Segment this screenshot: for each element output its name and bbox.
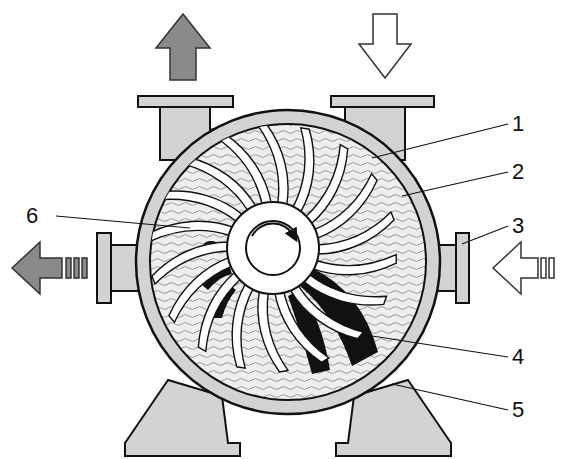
liquid-ring [150, 124, 426, 400]
rotation-arrow [252, 224, 294, 236]
outlet-arrow [156, 14, 210, 80]
inlet-arrow [359, 14, 411, 78]
side-inlet-arrow [493, 242, 554, 294]
callout-number: 3 [512, 214, 524, 238]
shaft [246, 221, 300, 275]
leader-line [56, 124, 508, 410]
callout-number: 5 [512, 398, 524, 422]
side-outlet-arrow [12, 242, 87, 294]
impeller-hub [227, 202, 319, 294]
pump-casing [136, 110, 440, 414]
impeller [147, 123, 399, 374]
callout-number: 6 [26, 204, 38, 228]
callout-number: 2 [512, 160, 524, 184]
callout-number: 4 [512, 345, 524, 369]
callout-number: 1 [512, 112, 524, 136]
